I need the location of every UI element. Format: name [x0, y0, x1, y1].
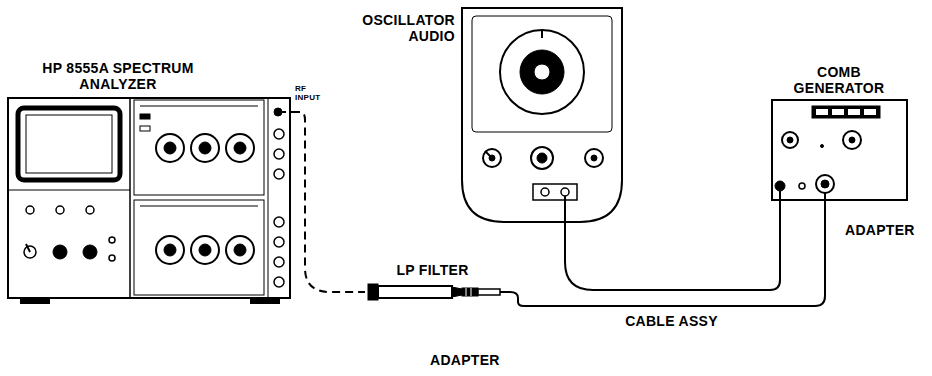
spectrum-analyzer-drawing: [8, 98, 292, 304]
lp-filter-drawing: [368, 284, 500, 300]
equipment-heading: OSCILLATOR AUDIO: [355, 12, 455, 44]
cable: [500, 200, 825, 306]
comb-generator-drawing: [772, 100, 907, 200]
adapter-label: ADAPTER: [845, 222, 929, 238]
equipment-heading: LP FILTER: [365, 262, 500, 278]
cable: [292, 112, 365, 292]
cable: [565, 200, 780, 290]
spectrum-analyzer: HP 8555A SPECTRUM ANALYZER: [5, 56, 292, 304]
equipment-heading: HP 8555A SPECTRUM ANALYZER: [33, 60, 203, 92]
adapter-label: ADAPTER: [430, 352, 514, 368]
cable-label: CABLE ASSY: [622, 313, 721, 329]
audio-oscillator: OSCILLATOR AUDIO: [355, 8, 622, 222]
lp-filter: LP FILTER: [365, 262, 500, 302]
equipment-heading: COMB GENERATOR: [789, 64, 889, 96]
comb-generator: COMB GENERATOR: [772, 62, 907, 200]
audio-oscillator-drawing: [462, 8, 622, 222]
connector-label: RF INPUT: [295, 84, 325, 102]
